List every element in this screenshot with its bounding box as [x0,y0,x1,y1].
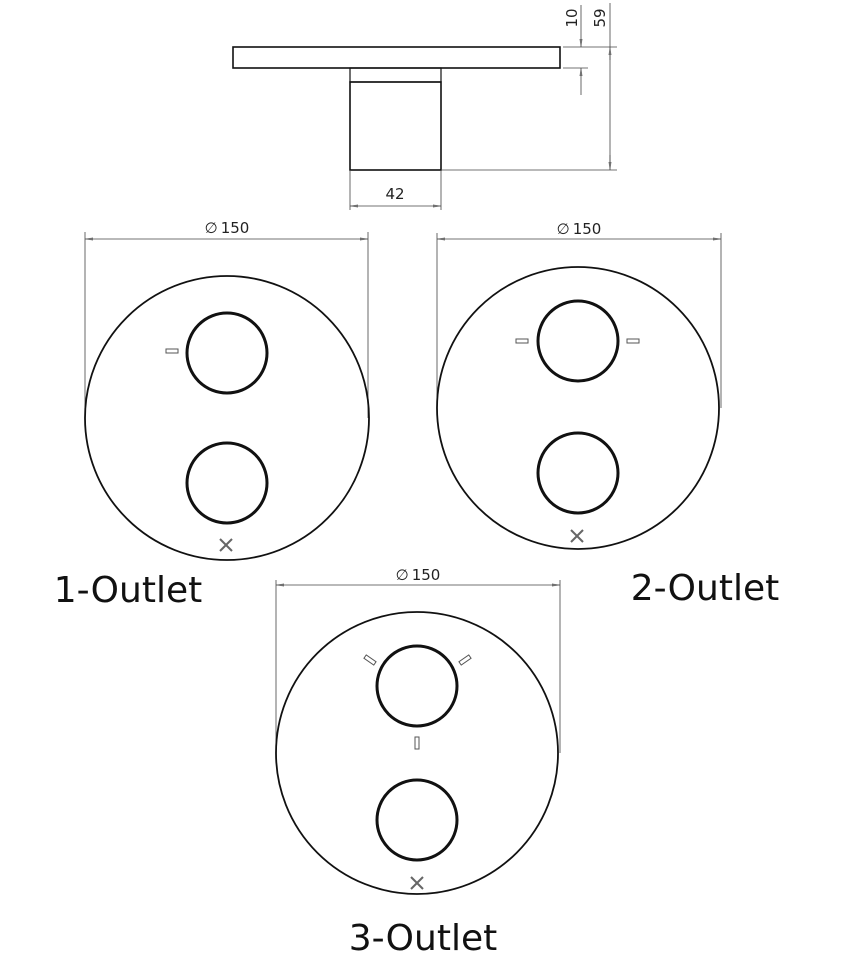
diameter-icon: ∅ [205,219,218,237]
svg-text:∅150: ∅150 [396,566,441,584]
svg-text:∅150: ∅150 [205,219,250,237]
cover-plate [84,275,370,561]
knob-body [349,81,442,171]
svg-text:∅150: ∅150 [557,220,602,238]
diverter-knob [185,311,269,395]
knob-neck [349,67,442,83]
dim-plate-text: 10 [563,8,581,27]
cover-plate [436,266,720,550]
diverter-knob [536,299,620,383]
diameter-value: 150 [412,566,441,584]
dimension-width-42: 42 [349,170,442,210]
temperature-knob [185,441,269,525]
temperature-knob [375,778,459,862]
brand-cross-icon [570,529,584,543]
diameter-dimension: ∅150 [275,566,561,753]
diameter-dimension: ∅150 [84,219,369,418]
dim-width-text: 42 [385,185,404,203]
diameter-value: 150 [573,220,602,238]
diameter-icon: ∅ [557,220,570,238]
temperature-knob [536,431,620,515]
side-view: 42 10 59 [232,3,617,210]
cover-plate [232,46,561,69]
panel-label: 1-Outlet [54,570,202,611]
panel-label: 2-Outlet [631,568,779,609]
diverter-knob [375,644,459,728]
outlet-indicator-right [626,338,640,344]
diameter-value: 150 [221,219,250,237]
panel-2-outlet: ∅150 2-Outlet [436,220,779,609]
dim-depth-text: 59 [591,8,609,27]
diameter-dimension: ∅150 [436,220,722,408]
panel-3-outlet: ∅150 3-Outlet [275,566,561,959]
dimension-depth-59: 59 [441,3,617,171]
cover-plate [275,611,559,895]
dimension-plate-10: 10 [563,5,617,95]
brand-cross-icon [410,876,424,890]
diameter-icon: ∅ [396,566,409,584]
panel-label: 3-Outlet [349,918,497,959]
brand-cross-icon [219,538,233,552]
outlet-indicator-bottom [414,736,420,750]
outlet-indicator [165,348,179,354]
panel-1-outlet: ∅150 1-Outlet [54,219,370,611]
outlet-indicator-right [458,654,472,666]
outlet-indicator-left [515,338,529,344]
outlet-indicator-left [363,654,377,666]
